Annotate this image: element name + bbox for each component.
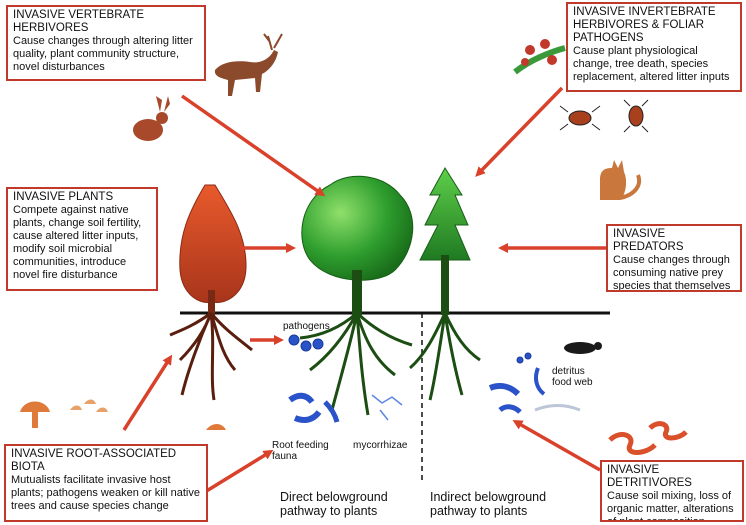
soil-biota-icon — [288, 334, 546, 423]
vertebrate-herbivores-box: INVASIVE VERTEBRATE HERBIVORES Cause cha… — [6, 5, 206, 81]
box-body: Cause changes through altering litter qu… — [13, 35, 193, 73]
worm-icon — [608, 421, 688, 455]
impact-arrows — [122, 86, 608, 497]
ground-beetle-icon — [564, 342, 602, 354]
root-associated-biota-box: INVASIVE ROOT-ASSOCIATED BIOTA Mutualist… — [4, 444, 208, 522]
direct-pathway-caption: Direct belowground pathway to plants — [280, 490, 388, 518]
rabbit-icon — [133, 96, 170, 141]
box-body: Cause soil mixing, loss of organic matte… — [607, 490, 734, 522]
indirect-pathway-caption: Indirect belowground pathway to plants — [430, 490, 547, 518]
box-body: Cause changes through consuming native p… — [613, 254, 731, 292]
box-body: Mutualists facilitate invasive host plan… — [11, 474, 200, 512]
box-title: INVASIVE PREDATORS — [613, 228, 684, 253]
box-title: INVASIVE DETRITIVORES — [607, 464, 692, 489]
mushroom-icon — [20, 399, 226, 430]
box-title: INVASIVE INVERTEBRATE HERBIVORES & FOLIA… — [573, 6, 716, 44]
box-title: INVASIVE VERTEBRATE HERBIVORES — [13, 9, 145, 34]
cat-icon — [600, 160, 641, 200]
springtail-icon — [534, 404, 581, 412]
invasive-plants-box: INVASIVE PLANTS Compete against native p… — [6, 187, 158, 291]
box-title: INVASIVE ROOT-ASSOCIATED BIOTA — [11, 448, 177, 473]
box-body: Compete against native plants, change so… — [13, 204, 142, 281]
detritus-food-web-label: detritus food web — [552, 366, 593, 388]
root-feeding-fauna-label: Root feeding fauna — [272, 440, 329, 462]
native-pine-tree-icon — [409, 167, 481, 401]
invertebrate-herbivores-box: INVASIVE INVERTEBRATE HERBIVORES & FOLIA… — [566, 2, 742, 92]
deer-icon — [214, 33, 283, 96]
native-broadleaf-tree-icon — [299, 175, 414, 416]
invasive-detritivores-box: INVASIVE DETRITIVORES Cause soil mixing,… — [600, 460, 744, 522]
mycorrhizae-label: mycorrhizae — [353, 440, 408, 451]
caterpillar-icon — [513, 39, 566, 75]
beetle-icon — [559, 99, 649, 133]
box-title: INVASIVE PLANTS — [13, 191, 114, 203]
invasive-predators-box: INVASIVE PREDATORS Cause changes through… — [606, 224, 742, 292]
box-body: Cause plant physiological change, tree d… — [573, 45, 730, 83]
invasive-tree-icon — [169, 184, 253, 401]
pathogens-label: pathogens — [283, 321, 330, 332]
